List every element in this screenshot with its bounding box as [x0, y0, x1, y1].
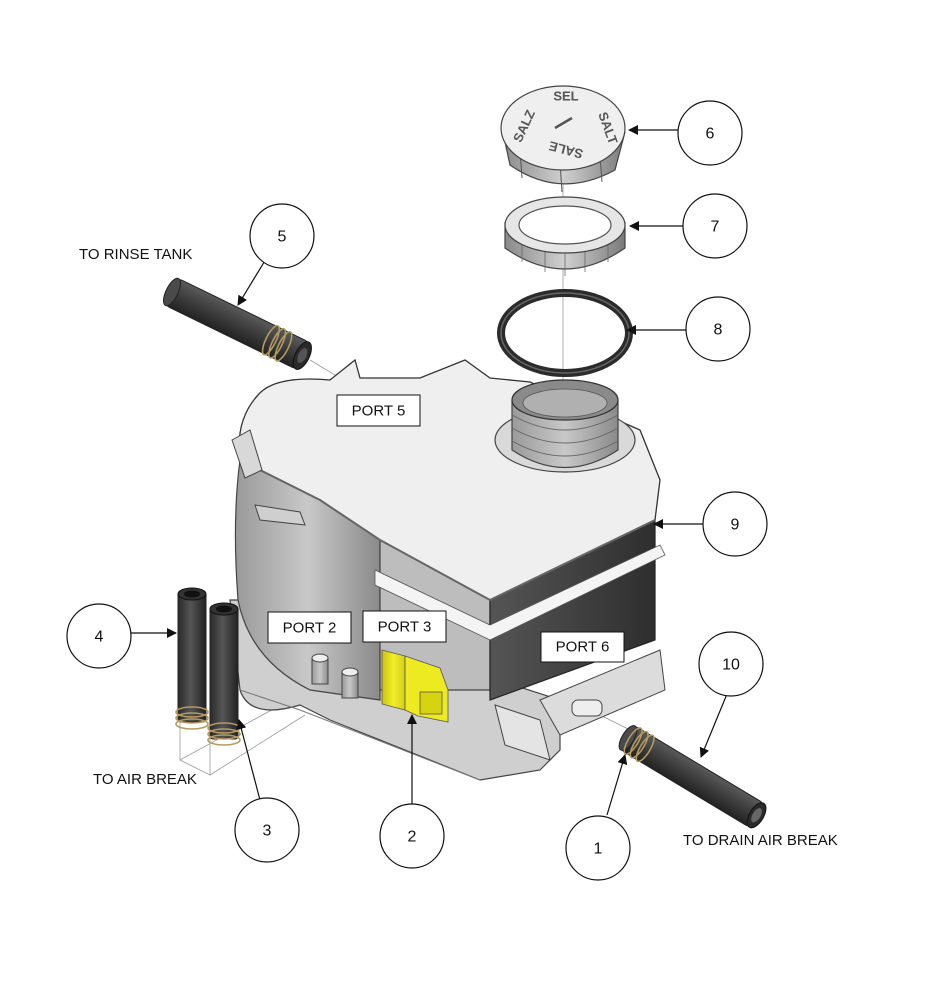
- leader-arrow-3: [236, 719, 261, 801]
- callout-number: 1: [594, 841, 603, 858]
- hose-clamp: [175, 706, 209, 730]
- callout-number: 8: [714, 322, 723, 339]
- leader-arrows: [131, 125, 728, 816]
- callout-number: 7: [711, 219, 720, 236]
- callout-4: 4: [66, 603, 132, 669]
- callout-number: 4: [95, 629, 104, 646]
- callout-number: 2: [408, 829, 417, 846]
- hose-clamp: [623, 727, 655, 763]
- cap-marking-top: SEL: [553, 89, 578, 104]
- callout-number: 3: [263, 823, 272, 840]
- callout-6: 6: [677, 100, 743, 166]
- callout-8: 8: [685, 296, 751, 362]
- air-break-hose-rear: [207, 602, 241, 746]
- callout-2: 2: [379, 803, 445, 869]
- callout-3: 3: [234, 797, 300, 863]
- callout-9: 9: [702, 491, 768, 557]
- port-label-5: PORT 5: [336, 394, 421, 427]
- leader-arrow-5: [237, 258, 267, 306]
- rinse-tank-hose: [162, 277, 312, 370]
- port-label-text: PORT 3: [378, 619, 432, 636]
- port-label-2: PORT 2: [267, 611, 352, 644]
- callout-number: 6: [706, 126, 715, 143]
- drain-hose: [618, 725, 767, 829]
- salt-cap: SEL SALZ SALT SALE: [500, 85, 626, 193]
- port-label-text: PORT 2: [283, 620, 337, 637]
- routing-label-air-break: TO AIR BREAK: [93, 771, 197, 788]
- leader-arrow-10: [699, 693, 728, 758]
- hose-clamp: [261, 324, 293, 362]
- o-ring: [497, 289, 633, 377]
- callout-1: 1: [565, 815, 631, 881]
- callout-number: 5: [278, 229, 287, 246]
- air-break-hose-front: [175, 587, 209, 730]
- leader-arrow-1: [606, 754, 628, 816]
- callout-10: 10: [698, 631, 764, 697]
- callout-7: 7: [682, 193, 748, 259]
- locking-nut: [504, 196, 626, 276]
- callout-number: 9: [731, 517, 740, 534]
- port-2-nipples: [311, 653, 359, 699]
- port-label-3: PORT 3: [362, 610, 447, 643]
- port-label-text: PORT 6: [556, 639, 610, 656]
- port-label-text: PORT 5: [352, 403, 406, 420]
- reservoir-tank: [229, 358, 666, 781]
- port-label-6: PORT 6: [540, 631, 625, 663]
- yellow-connector: [381, 649, 449, 723]
- callout-number: 10: [722, 657, 740, 674]
- routing-label-rinse-tank: TO RINSE TANK: [79, 246, 192, 263]
- callout-5: 5: [249, 203, 315, 269]
- port-6-nozzle: [494, 649, 666, 761]
- routing-label-drain-air-break: TO DRAIN AIR BREAK: [683, 832, 838, 849]
